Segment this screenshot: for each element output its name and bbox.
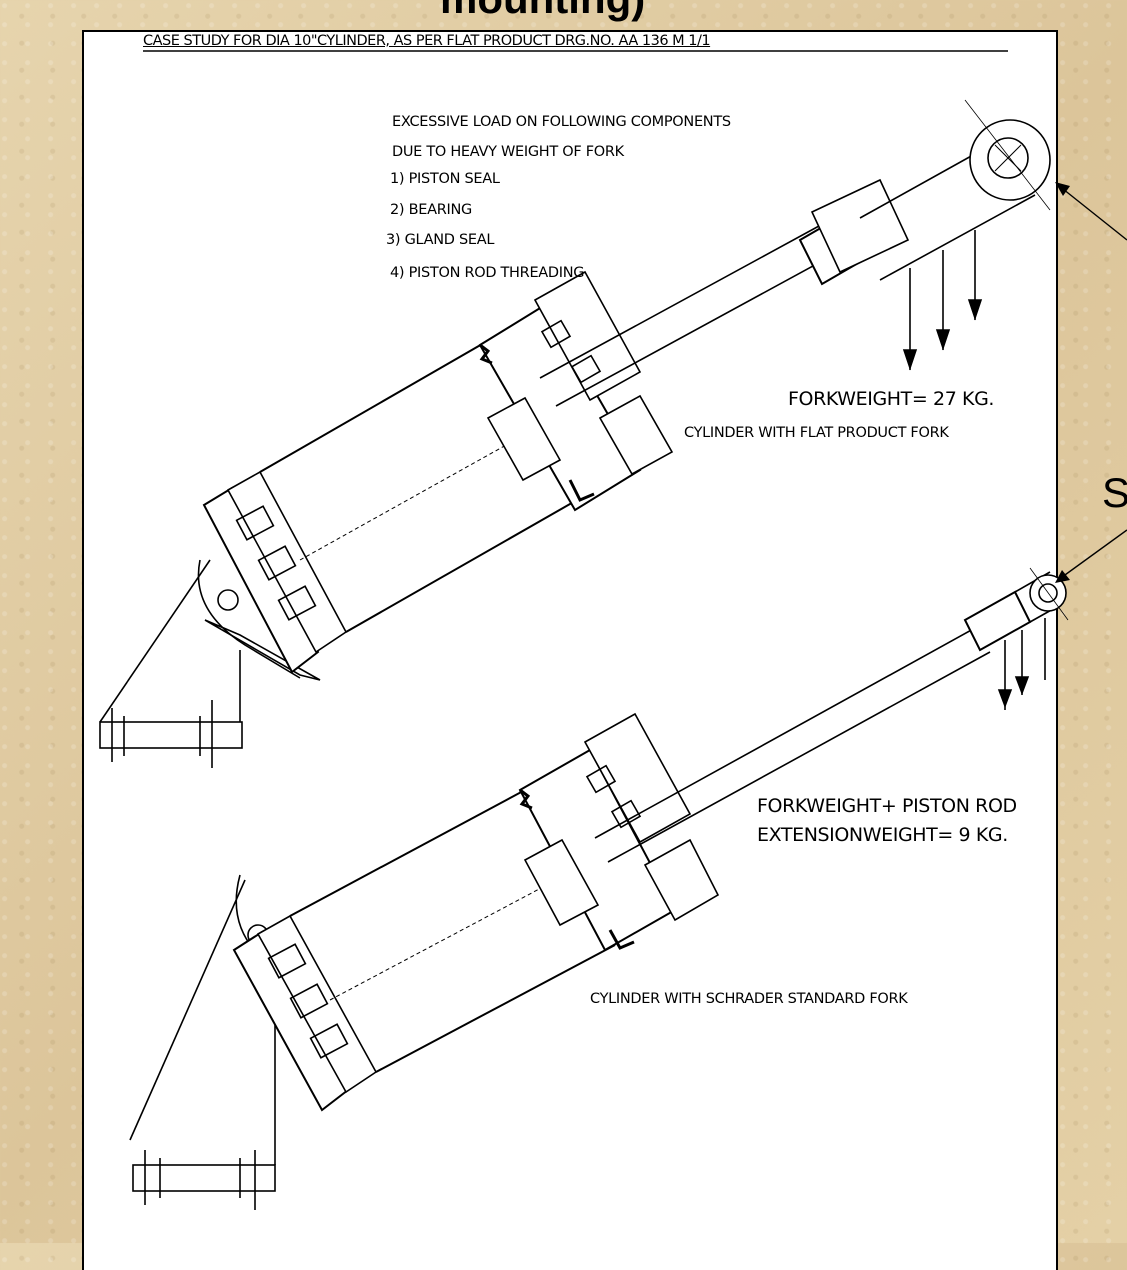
note-line: 3) GLAND SEAL <box>386 232 495 248</box>
note-line: EXCESSIVE LOAD ON FOLLOWING COMPONENTS <box>392 114 731 130</box>
drawing-title: CASE STUDY FOR DIA 10"CYLINDER, AS PER F… <box>143 33 711 49</box>
lower-weight-label-line2: EXTENSIONWEIGHT= 9 KG. <box>757 824 1008 846</box>
note-line: DUE TO HEAVY WEIGHT OF FORK <box>392 144 624 160</box>
cylinder-drawing <box>99 50 1127 1210</box>
lower-cylinder <box>129 567 1069 1210</box>
lower-weight-label-line1: FORKWEIGHT+ PISTON ROD <box>757 795 1017 817</box>
upper-caption: CYLINDER WITH FLAT PRODUCT FORK <box>684 425 949 441</box>
slide-heading: mounting) <box>440 0 645 20</box>
note-line: 1) PISTON SEAL <box>390 171 500 187</box>
note-line: 4) PISTON ROD THREADING <box>390 265 585 281</box>
note-line: 2) BEARING <box>390 202 472 218</box>
upper-cylinder <box>99 99 1051 768</box>
lower-caption: CYLINDER WITH SCHRADER STANDARD FORK <box>590 991 908 1007</box>
upper-weight-label: FORKWEIGHT= 27 KG. <box>788 388 995 410</box>
slide-edge-letter: S <box>1102 469 1127 516</box>
